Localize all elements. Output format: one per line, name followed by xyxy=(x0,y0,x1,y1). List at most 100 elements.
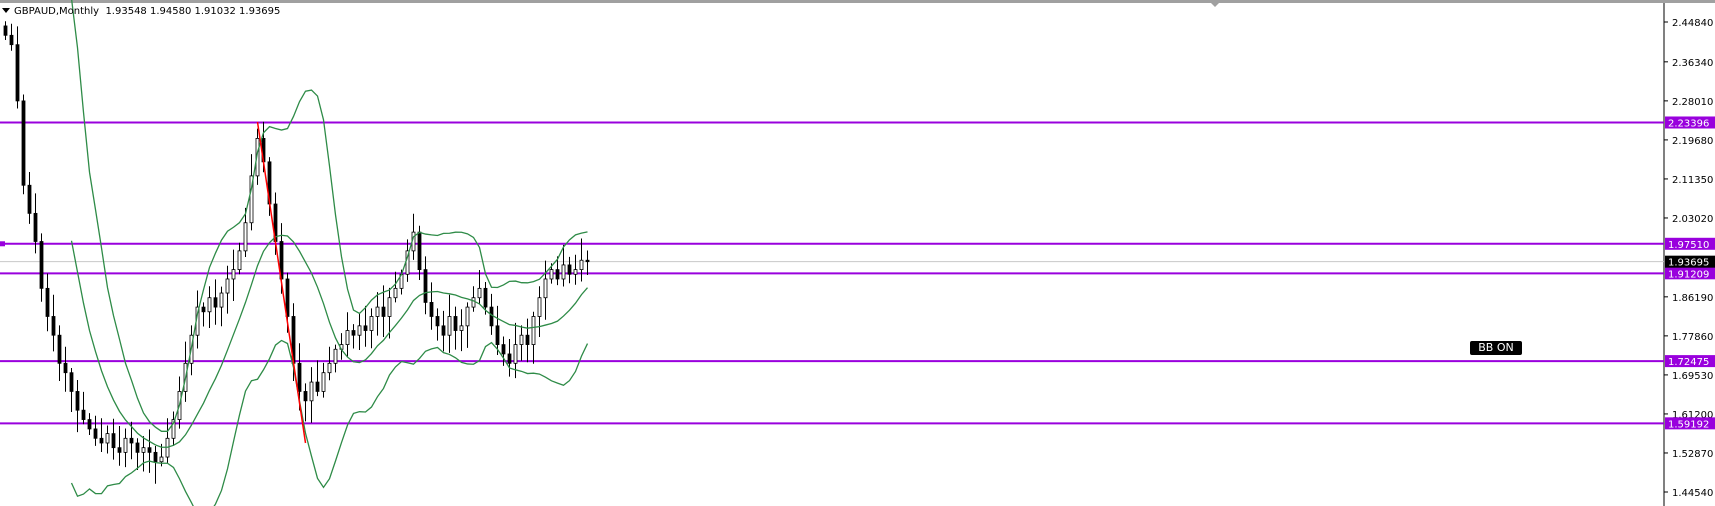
candle-body xyxy=(9,34,14,46)
candle xyxy=(555,256,560,286)
candle-body xyxy=(369,316,374,331)
candle xyxy=(429,282,434,330)
candle xyxy=(63,346,68,392)
level-price-label: 2.23396 xyxy=(1668,118,1709,129)
axis-tick-label: 2.19680 xyxy=(1672,136,1713,147)
candle-body xyxy=(135,442,140,453)
candle xyxy=(459,309,464,352)
candle xyxy=(579,238,584,282)
candle-body xyxy=(393,287,398,299)
bb-on-button[interactable]: BB ON xyxy=(1470,341,1522,355)
candle-body xyxy=(147,447,152,453)
dropdown-triangle-icon[interactable] xyxy=(2,8,10,13)
candle xyxy=(51,294,56,352)
candle xyxy=(57,325,62,381)
candle-body xyxy=(477,287,482,299)
axis-tick-label: 1.44540 xyxy=(1672,488,1713,499)
candle-body xyxy=(489,306,494,327)
candle xyxy=(453,306,458,350)
candle xyxy=(231,249,236,301)
candle xyxy=(315,360,320,397)
candle-body xyxy=(561,264,566,280)
candle xyxy=(165,418,170,464)
axis-tick-label: 1.52870 xyxy=(1672,449,1713,460)
candle-body xyxy=(171,419,176,439)
candle-body xyxy=(387,297,392,317)
symbol-label: GBPAUD,Monthly xyxy=(14,6,100,17)
current-price-label: 1.93695 xyxy=(1668,258,1709,269)
candle-body xyxy=(519,334,524,345)
candle-body xyxy=(219,292,224,308)
candle-body xyxy=(333,348,338,364)
candle xyxy=(249,154,254,231)
candle-body xyxy=(585,259,590,263)
candle xyxy=(441,310,446,352)
candle xyxy=(363,305,368,347)
candle-body xyxy=(75,391,80,411)
axis-tick-label: 1.77860 xyxy=(1672,332,1713,343)
candle xyxy=(561,244,566,287)
candle xyxy=(477,270,482,304)
candle xyxy=(345,312,350,357)
candle-body xyxy=(549,269,554,280)
candle xyxy=(153,445,158,484)
level-price-tag xyxy=(1665,267,1715,280)
candle-body xyxy=(381,306,386,317)
candle-body xyxy=(39,241,44,289)
candle-body xyxy=(51,316,56,336)
chart-top-border xyxy=(0,0,1715,3)
candle-body xyxy=(435,316,440,327)
candle xyxy=(21,94,26,195)
candle-body xyxy=(117,447,122,453)
candle xyxy=(567,256,572,284)
axis-tick-label: 2.03020 xyxy=(1672,214,1713,225)
candle-body xyxy=(213,297,218,308)
candle xyxy=(39,233,44,302)
candle-body xyxy=(63,362,68,374)
candle xyxy=(387,287,392,339)
candle xyxy=(357,312,362,350)
candle-body xyxy=(27,184,32,214)
candle xyxy=(75,379,80,433)
candle-body xyxy=(105,433,110,444)
candle-body xyxy=(537,297,542,317)
candle-body xyxy=(225,278,230,294)
candle xyxy=(219,286,224,327)
candle xyxy=(225,265,230,314)
chart-title: GBPAUD,Monthly 1.93548 1.94580 1.91032 1… xyxy=(2,6,280,17)
candle xyxy=(93,415,98,446)
candle xyxy=(99,418,104,453)
candle xyxy=(495,305,500,356)
candle-body xyxy=(417,231,422,271)
candle-body xyxy=(363,325,368,331)
candle-body xyxy=(507,353,512,364)
candle-body xyxy=(429,302,434,317)
level-price-tag xyxy=(1665,237,1715,250)
candle-body xyxy=(285,278,290,317)
candle-body xyxy=(315,381,320,392)
candle-body xyxy=(129,437,134,444)
candle xyxy=(9,23,14,51)
candle-body xyxy=(513,344,518,364)
bollinger-upper-band xyxy=(71,0,588,432)
axis-tick-label: 2.11350 xyxy=(1672,175,1713,186)
candle xyxy=(15,26,20,109)
candle-body xyxy=(531,316,536,345)
level-price-label: 1.72475 xyxy=(1668,357,1709,368)
candle-body xyxy=(3,25,8,36)
axis-tick-label: 1.86190 xyxy=(1672,293,1713,304)
candle-body xyxy=(525,334,530,345)
candle-body xyxy=(99,437,104,444)
candle-body xyxy=(483,287,488,308)
candle-body xyxy=(57,334,62,364)
candle-body xyxy=(81,409,86,420)
candle xyxy=(129,421,134,460)
candle xyxy=(327,346,332,381)
candle-body xyxy=(33,212,38,242)
candle xyxy=(525,318,530,363)
candle-body xyxy=(351,330,356,336)
candle-body xyxy=(255,138,260,177)
candle xyxy=(33,193,38,254)
candle xyxy=(543,260,548,320)
